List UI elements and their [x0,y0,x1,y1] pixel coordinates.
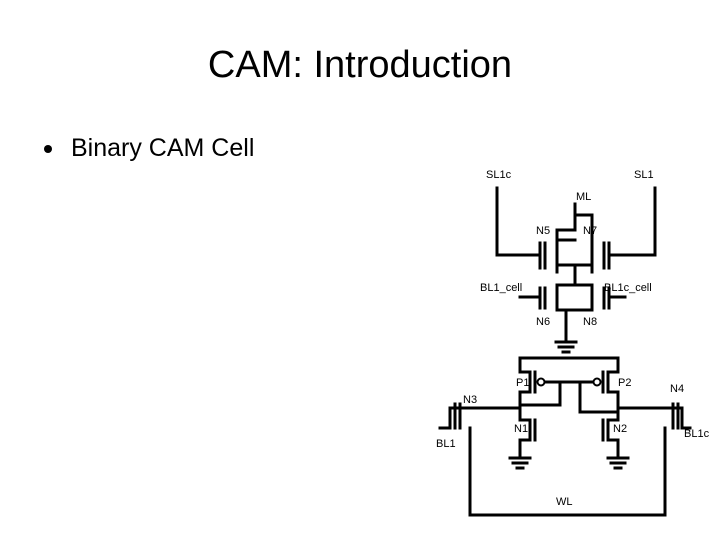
word-line-wire [468,426,667,517]
label-n3: N3 [463,394,477,406]
label-n5: N5 [536,225,550,237]
inverter-bubbles [536,377,602,387]
n3-body [438,406,522,430]
n5-gate [538,241,547,270]
p1-bubble [536,377,546,387]
label-n4: N4 [670,383,684,395]
n7-body [573,231,594,274]
ml-branch [555,213,594,232]
label-n7: N7 [583,225,597,237]
bullet-item: Binary CAM Cell [44,134,254,163]
n3-gate [453,402,462,430]
label-p2: P2 [618,377,631,389]
label-n2: N2 [613,423,627,435]
ground-n2 [606,456,630,470]
label-n1: N1 [514,423,528,435]
label-bl1c-cell: BL1c_cell [604,282,652,294]
n6-n8-body [555,283,594,312]
n5-body [555,231,577,287]
n4-gate [671,402,680,430]
cross-couple-b [518,380,597,407]
n1-body [518,410,532,460]
bullet-dot-icon [44,144,52,153]
p2-body [606,356,620,414]
label-sl1: SL1 [634,169,654,181]
slide-title: CAM: Introduction [207,44,513,86]
label-sl1c: SL1c [486,169,512,181]
n7-gate [602,241,611,270]
n2-body [606,410,620,460]
label-bl1c: BL1c [684,428,710,440]
label-n6: N6 [536,316,550,328]
bullet-text: Binary CAM Cell [71,134,255,162]
p1-body [518,356,532,414]
circuit-wires [438,186,692,517]
label-n8: N8 [583,316,597,328]
label-p1: P1 [516,377,529,389]
label-wl: WL [556,496,573,508]
label-ml: ML [576,191,591,203]
label-bl1: BL1 [436,438,456,450]
sl1c-wire [495,186,539,257]
n4-body [616,406,692,430]
sl1-wire [608,186,657,257]
label-bl1-cell: BL1_cell [480,282,522,294]
p2-bubble [592,377,602,387]
ground-n6-n8 [554,308,578,354]
ground-n1 [508,456,532,470]
